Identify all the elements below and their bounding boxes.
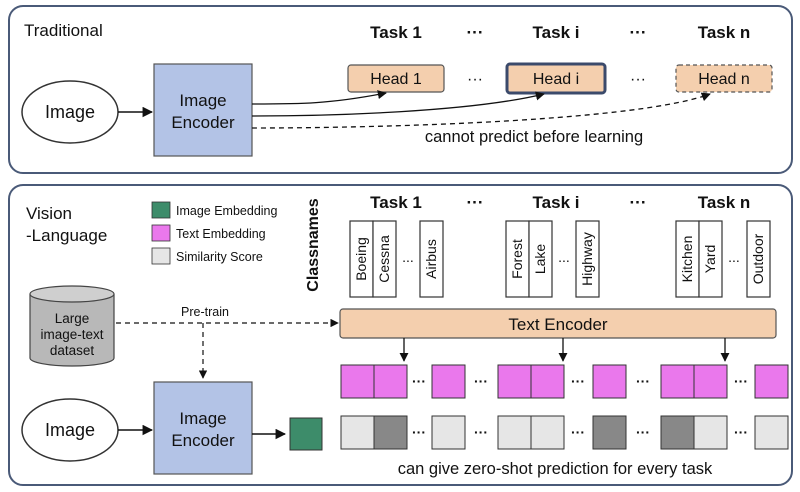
task-1-header-bottom: Task 1 bbox=[370, 193, 422, 212]
classname-box-highway bbox=[575, 220, 600, 298]
text-emb-na bbox=[660, 364, 695, 399]
sim-1c bbox=[431, 415, 466, 450]
classname-box-cessna bbox=[372, 220, 397, 298]
legend-image-embedding-label: Image Embedding bbox=[176, 204, 278, 218]
text-emb-ib bbox=[530, 364, 565, 399]
sim-dots-2: ··· bbox=[474, 424, 488, 440]
image-encoder-top-label-2: Encoder bbox=[171, 113, 235, 132]
text-emb-ic bbox=[592, 364, 627, 399]
text-emb-1a bbox=[340, 364, 375, 399]
arrow-encoder-to-head-1 bbox=[251, 90, 387, 105]
sim-ia bbox=[497, 415, 532, 450]
classname-dots-taskn: ... bbox=[728, 249, 740, 265]
vl-label-2: -Language bbox=[26, 226, 107, 245]
text-emb-dots-5: ··· bbox=[734, 373, 748, 389]
image-node-bottom-label: Image bbox=[45, 420, 95, 440]
head-1-label: Head 1 bbox=[370, 71, 422, 88]
text-emb-nc bbox=[754, 364, 789, 399]
head-i bbox=[505, 62, 607, 95]
task-i-header-bottom: Task i bbox=[533, 193, 580, 212]
classname-highway: Highway bbox=[579, 232, 595, 286]
task-1-header-top: Task 1 bbox=[370, 23, 422, 42]
image-embedding bbox=[289, 417, 323, 451]
task-dots-1-top: ··· bbox=[467, 23, 484, 42]
head-n bbox=[675, 64, 773, 93]
task-dots-1-bottom: ··· bbox=[467, 193, 484, 212]
image-encoder-top bbox=[153, 63, 253, 157]
classname-airbus: Airbus bbox=[423, 239, 439, 279]
classname-outdoor: Outdoor bbox=[750, 233, 766, 284]
classname-box-lake bbox=[528, 220, 553, 298]
arrow-encoder-to-head-n-dashed bbox=[251, 92, 711, 129]
text-emb-dots-2: ··· bbox=[474, 373, 488, 389]
legend-similarity-score-swatch bbox=[151, 247, 171, 265]
traditional-label: Traditional bbox=[24, 21, 103, 40]
sim-dots-3: ··· bbox=[571, 424, 585, 440]
task-dots-2-bottom: ··· bbox=[630, 193, 647, 212]
pretrain-label: Pre-train bbox=[181, 305, 229, 319]
text-emb-1b bbox=[373, 364, 408, 399]
classname-dots-task1: ... bbox=[402, 249, 414, 265]
sim-ib bbox=[530, 415, 565, 450]
classnames-label: Classnames bbox=[305, 198, 322, 291]
text-embedding-row bbox=[340, 364, 789, 399]
text-emb-dots-1: ··· bbox=[412, 373, 426, 389]
legend-similarity-score-label: Similarity Score bbox=[176, 250, 263, 264]
similarity-row bbox=[340, 415, 789, 450]
classname-yard: Yard bbox=[702, 245, 718, 274]
task-dots-2-top: ··· bbox=[630, 23, 647, 42]
classname-forest: Forest bbox=[509, 239, 525, 279]
classname-box-airbus bbox=[419, 220, 444, 298]
sim-dots-1: ··· bbox=[412, 424, 426, 440]
text-emb-nb bbox=[693, 364, 728, 399]
head-i-label: Head i bbox=[533, 71, 579, 88]
text-emb-dots-4: ··· bbox=[636, 373, 650, 389]
text-emb-dots-3: ··· bbox=[571, 373, 585, 389]
sim-nb bbox=[693, 415, 728, 450]
task-i-header-top: Task i bbox=[533, 23, 580, 42]
arrow-encoder-to-head-i bbox=[251, 91, 545, 117]
dataset-label-3: dataset bbox=[50, 343, 95, 358]
classname-lake: Lake bbox=[532, 244, 548, 275]
task-n-header-top: Task n bbox=[698, 23, 751, 42]
image-encoder-top-label-1: Image bbox=[179, 91, 226, 110]
head-1 bbox=[347, 64, 445, 93]
traditional-note: cannot predict before learning bbox=[425, 128, 643, 146]
dataset-label-1: Large bbox=[55, 311, 90, 326]
classname-box-yard bbox=[698, 220, 723, 298]
classname-kitchen: Kitchen bbox=[679, 236, 695, 283]
vl-label-1: Vision bbox=[26, 204, 72, 223]
sim-dots-5: ··· bbox=[734, 424, 748, 440]
legend-image-embedding-swatch bbox=[151, 201, 171, 219]
sim-nc bbox=[754, 415, 789, 450]
text-encoder-label: Text Encoder bbox=[508, 315, 608, 334]
classname-dots-taski: ... bbox=[558, 249, 570, 265]
text-encoder bbox=[339, 308, 777, 339]
legend-text-embedding-label: Text Embedding bbox=[176, 227, 266, 241]
sim-1b bbox=[373, 415, 408, 450]
vision-language-note: can give zero-shot prediction for every … bbox=[398, 460, 713, 478]
image-encoder-bottom-label-2: Encoder bbox=[171, 431, 235, 450]
legend-text-embedding-swatch bbox=[151, 224, 171, 242]
classname-box-outdoor bbox=[746, 220, 771, 298]
classname-cessna: Cessna bbox=[376, 235, 392, 283]
image-encoder-bottom bbox=[153, 381, 253, 475]
text-emb-1c bbox=[431, 364, 466, 399]
dataset-label-2: image-text bbox=[40, 327, 103, 342]
sim-ic bbox=[592, 415, 627, 450]
sim-1a bbox=[340, 415, 375, 450]
head-n-label: Head n bbox=[698, 71, 750, 88]
dataset-cylinder bbox=[29, 285, 115, 367]
sim-dots-4: ··· bbox=[636, 424, 650, 440]
head-dots-2: ··· bbox=[630, 71, 646, 88]
sim-na bbox=[660, 415, 695, 450]
image-node-top-label: Image bbox=[45, 102, 95, 122]
image-encoder-bottom-label-1: Image bbox=[179, 409, 226, 428]
classname-boeing: Boeing bbox=[353, 237, 369, 281]
text-emb-ia bbox=[497, 364, 532, 399]
task-n-header-bottom: Task n bbox=[698, 193, 751, 212]
head-dots-1: ··· bbox=[467, 71, 483, 88]
